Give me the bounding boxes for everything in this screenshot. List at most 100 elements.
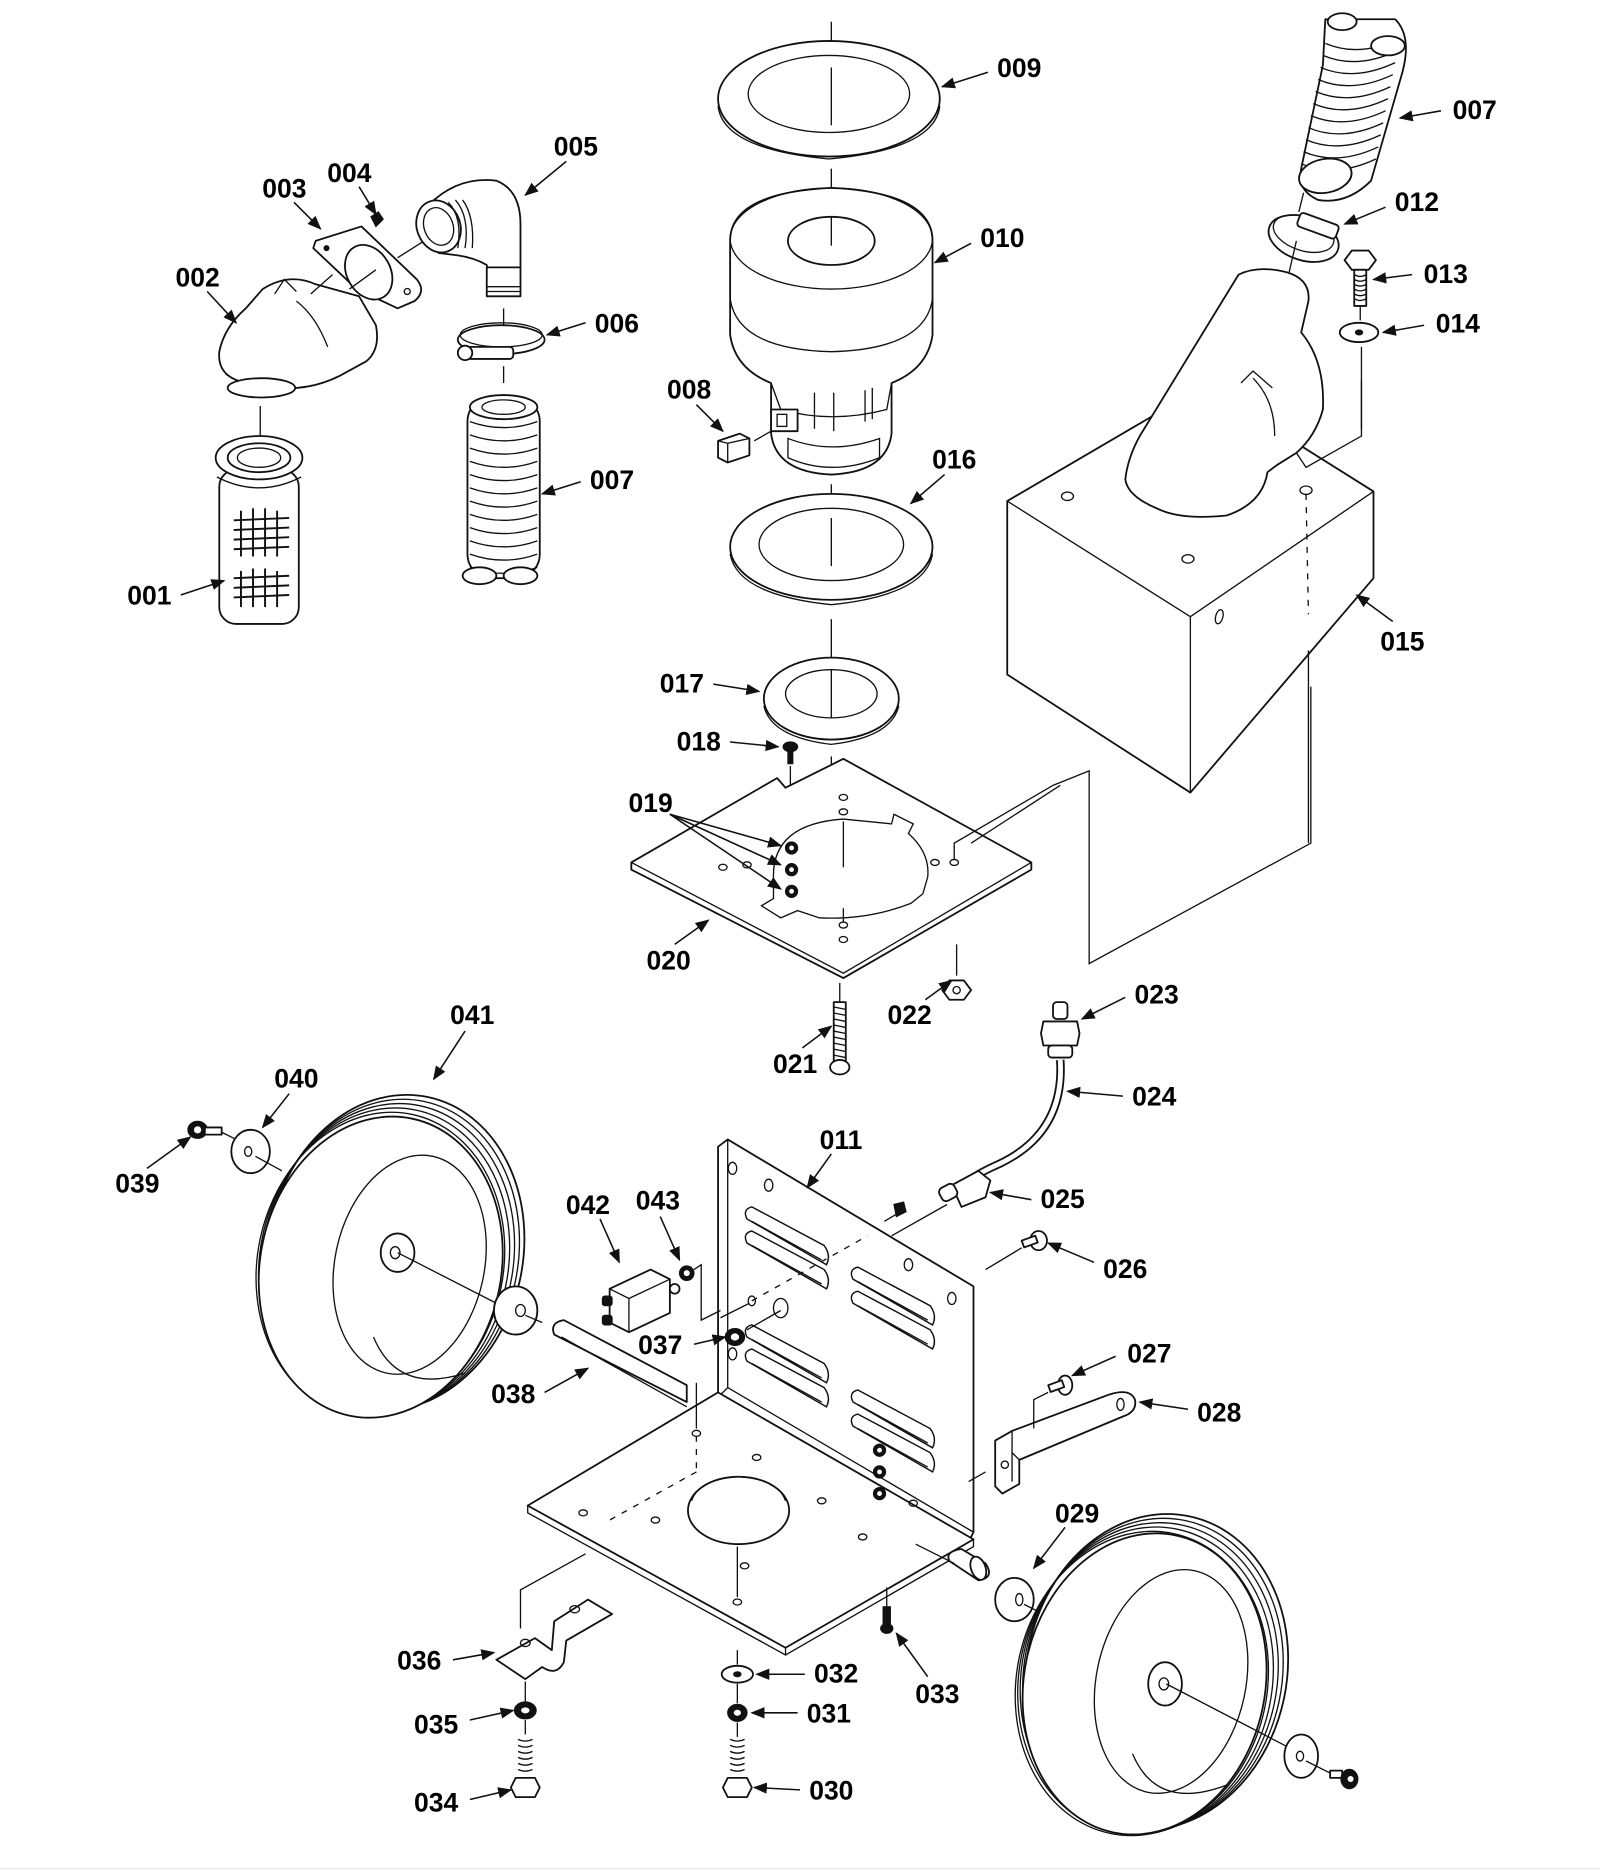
callout-018[interactable]: 018: [677, 726, 780, 756]
callout-label-008[interactable]: 008: [667, 375, 711, 405]
callout-label-027[interactable]: 027: [1127, 1338, 1171, 1368]
callout-012[interactable]: 012: [1343, 187, 1439, 225]
callout-label-019[interactable]: 019: [628, 788, 672, 818]
callout-label-005[interactable]: 005: [554, 131, 598, 161]
part-hex-bolt-030[interactable]: [721, 1722, 753, 1799]
callout-010[interactable]: 010: [933, 223, 1025, 264]
callout-009[interactable]: 009: [940, 53, 1041, 89]
part-hose-clamp-006[interactable]: [456, 308, 546, 384]
callout-013[interactable]: 013: [1372, 259, 1468, 289]
callout-label-002[interactable]: 002: [175, 263, 219, 293]
callout-003[interactable]: 003: [262, 174, 322, 230]
part-screw-026[interactable]: [985, 1230, 1048, 1271]
callout-037[interactable]: 037: [638, 1330, 727, 1360]
part-lower-gasket[interactable]: [762, 619, 900, 781]
part-solution-tube[interactable]: [970, 1059, 1065, 1182]
part-hose-clamp-012[interactable]: [1263, 192, 1345, 273]
callout-019[interactable]: 019: [628, 788, 783, 890]
callout-039[interactable]: 039: [115, 1136, 192, 1198]
part-vacuum-motor[interactable]: [729, 168, 934, 476]
part-motor-gasket[interactable]: [729, 484, 934, 606]
callout-025[interactable]: 025: [988, 1184, 1085, 1214]
part-screw-027[interactable]: [1033, 1374, 1074, 1429]
callout-label-025[interactable]: 025: [1041, 1184, 1085, 1214]
callout-label-007a[interactable]: 007: [590, 465, 634, 495]
part-mount-screw[interactable]: [782, 741, 799, 794]
callout-022[interactable]: 022: [888, 979, 953, 1030]
callout-label-004[interactable]: 004: [327, 158, 371, 188]
callout-040[interactable]: 040: [261, 1064, 319, 1129]
part-grommet[interactable]: [720, 1295, 789, 1347]
callout-label-034[interactable]: 034: [414, 1788, 458, 1818]
callout-014[interactable]: 014: [1381, 308, 1480, 338]
part-chassis-frame[interactable]: [526, 1138, 975, 1657]
callout-label-035[interactable]: 035: [414, 1709, 458, 1739]
part-axle-washer[interactable]: [230, 1128, 283, 1175]
callout-023[interactable]: 023: [1080, 979, 1179, 1020]
callout-label-006[interactable]: 006: [595, 308, 639, 338]
part-tube-fitting[interactable]: [891, 1169, 992, 1237]
callout-label-030[interactable]: 030: [809, 1776, 853, 1806]
callout-label-037[interactable]: 037: [638, 1330, 682, 1360]
callout-043[interactable]: 043: [636, 1185, 681, 1262]
callout-020[interactable]: 020: [647, 919, 710, 976]
part-axle-screw[interactable]: [187, 1120, 237, 1141]
callout-034[interactable]: 034: [414, 1787, 513, 1818]
part-wheel-spacer[interactable]: [994, 1576, 1044, 1623]
callout-label-028[interactable]: 028: [1197, 1397, 1241, 1427]
callout-label-017[interactable]: 017: [660, 669, 704, 699]
part-hex-nut-022[interactable]: [941, 944, 972, 1001]
callout-label-022[interactable]: 022: [888, 1000, 932, 1030]
part-wheel-left[interactable]: [228, 1071, 553, 1441]
callout-042[interactable]: 042: [566, 1190, 620, 1264]
part-spacer-left[interactable]: [493, 1285, 543, 1336]
part-hex-bolt-013[interactable]: [1343, 249, 1377, 321]
part-flat-washer-032[interactable]: [720, 1650, 754, 1684]
callout-label-023[interactable]: 023: [1135, 979, 1179, 1009]
callout-label-016[interactable]: 016: [932, 445, 976, 475]
callout-label-043[interactable]: 043: [636, 1185, 680, 1215]
callout-label-041[interactable]: 041: [450, 1000, 494, 1030]
part-flat-washer-014[interactable]: [1338, 321, 1380, 429]
part-flange-screw[interactable]: [370, 211, 384, 228]
callout-label-036[interactable]: 036: [397, 1645, 441, 1675]
callout-007b[interactable]: 007: [1398, 95, 1497, 125]
callout-004[interactable]: 004: [327, 158, 377, 216]
callout-label-020[interactable]: 020: [647, 946, 691, 976]
callout-011[interactable]: 011: [806, 1125, 863, 1189]
callout-label-011[interactable]: 011: [820, 1125, 863, 1155]
callout-002[interactable]: 002: [175, 263, 238, 324]
part-hex-nuts[interactable]: [784, 841, 799, 898]
callout-label-032[interactable]: 032: [814, 1659, 858, 1689]
callout-label-010[interactable]: 010: [980, 223, 1024, 253]
callout-label-026[interactable]: 026: [1103, 1254, 1147, 1284]
callout-008[interactable]: 008: [667, 375, 724, 433]
callout-label-042[interactable]: 042: [566, 1190, 610, 1220]
callout-033[interactable]: 033: [895, 1632, 959, 1709]
part-circuit-breaker[interactable]: [601, 1268, 681, 1334]
callout-label-033[interactable]: 033: [915, 1679, 959, 1709]
callout-006[interactable]: 006: [545, 308, 639, 338]
part-cap-screw-033[interactable]: [880, 1587, 894, 1634]
callout-label-009[interactable]: 009: [997, 53, 1041, 83]
part-axle-clamp-bracket[interactable]: [495, 1553, 613, 1680]
part-flange-gasket[interactable]: [312, 225, 425, 310]
callout-001[interactable]: 001: [127, 579, 226, 611]
callout-label-014[interactable]: 014: [1436, 308, 1480, 338]
callout-label-039[interactable]: 039: [115, 1168, 159, 1198]
callout-label-007b[interactable]: 007: [1453, 95, 1497, 125]
part-wheel-right[interactable]: [987, 1489, 1359, 1859]
part-lock-washer-035[interactable]: [513, 1681, 537, 1720]
callout-005[interactable]: 005: [524, 131, 598, 197]
part-threaded-elbow-fitting[interactable]: [409, 179, 522, 298]
callout-027[interactable]: 027: [1071, 1338, 1172, 1377]
part-corrugated-hose-right[interactable]: [1296, 12, 1407, 202]
callout-035[interactable]: 035: [414, 1707, 515, 1739]
callout-label-012[interactable]: 012: [1395, 187, 1439, 217]
part-recovery-housing-box[interactable]: [1006, 268, 1375, 844]
part-hex-bolt-034[interactable]: [509, 1720, 541, 1799]
callout-029[interactable]: 029: [1032, 1498, 1099, 1570]
callout-021[interactable]: 021: [773, 1025, 833, 1079]
callout-label-003[interactable]: 003: [262, 174, 306, 204]
callout-028[interactable]: 028: [1138, 1397, 1242, 1427]
